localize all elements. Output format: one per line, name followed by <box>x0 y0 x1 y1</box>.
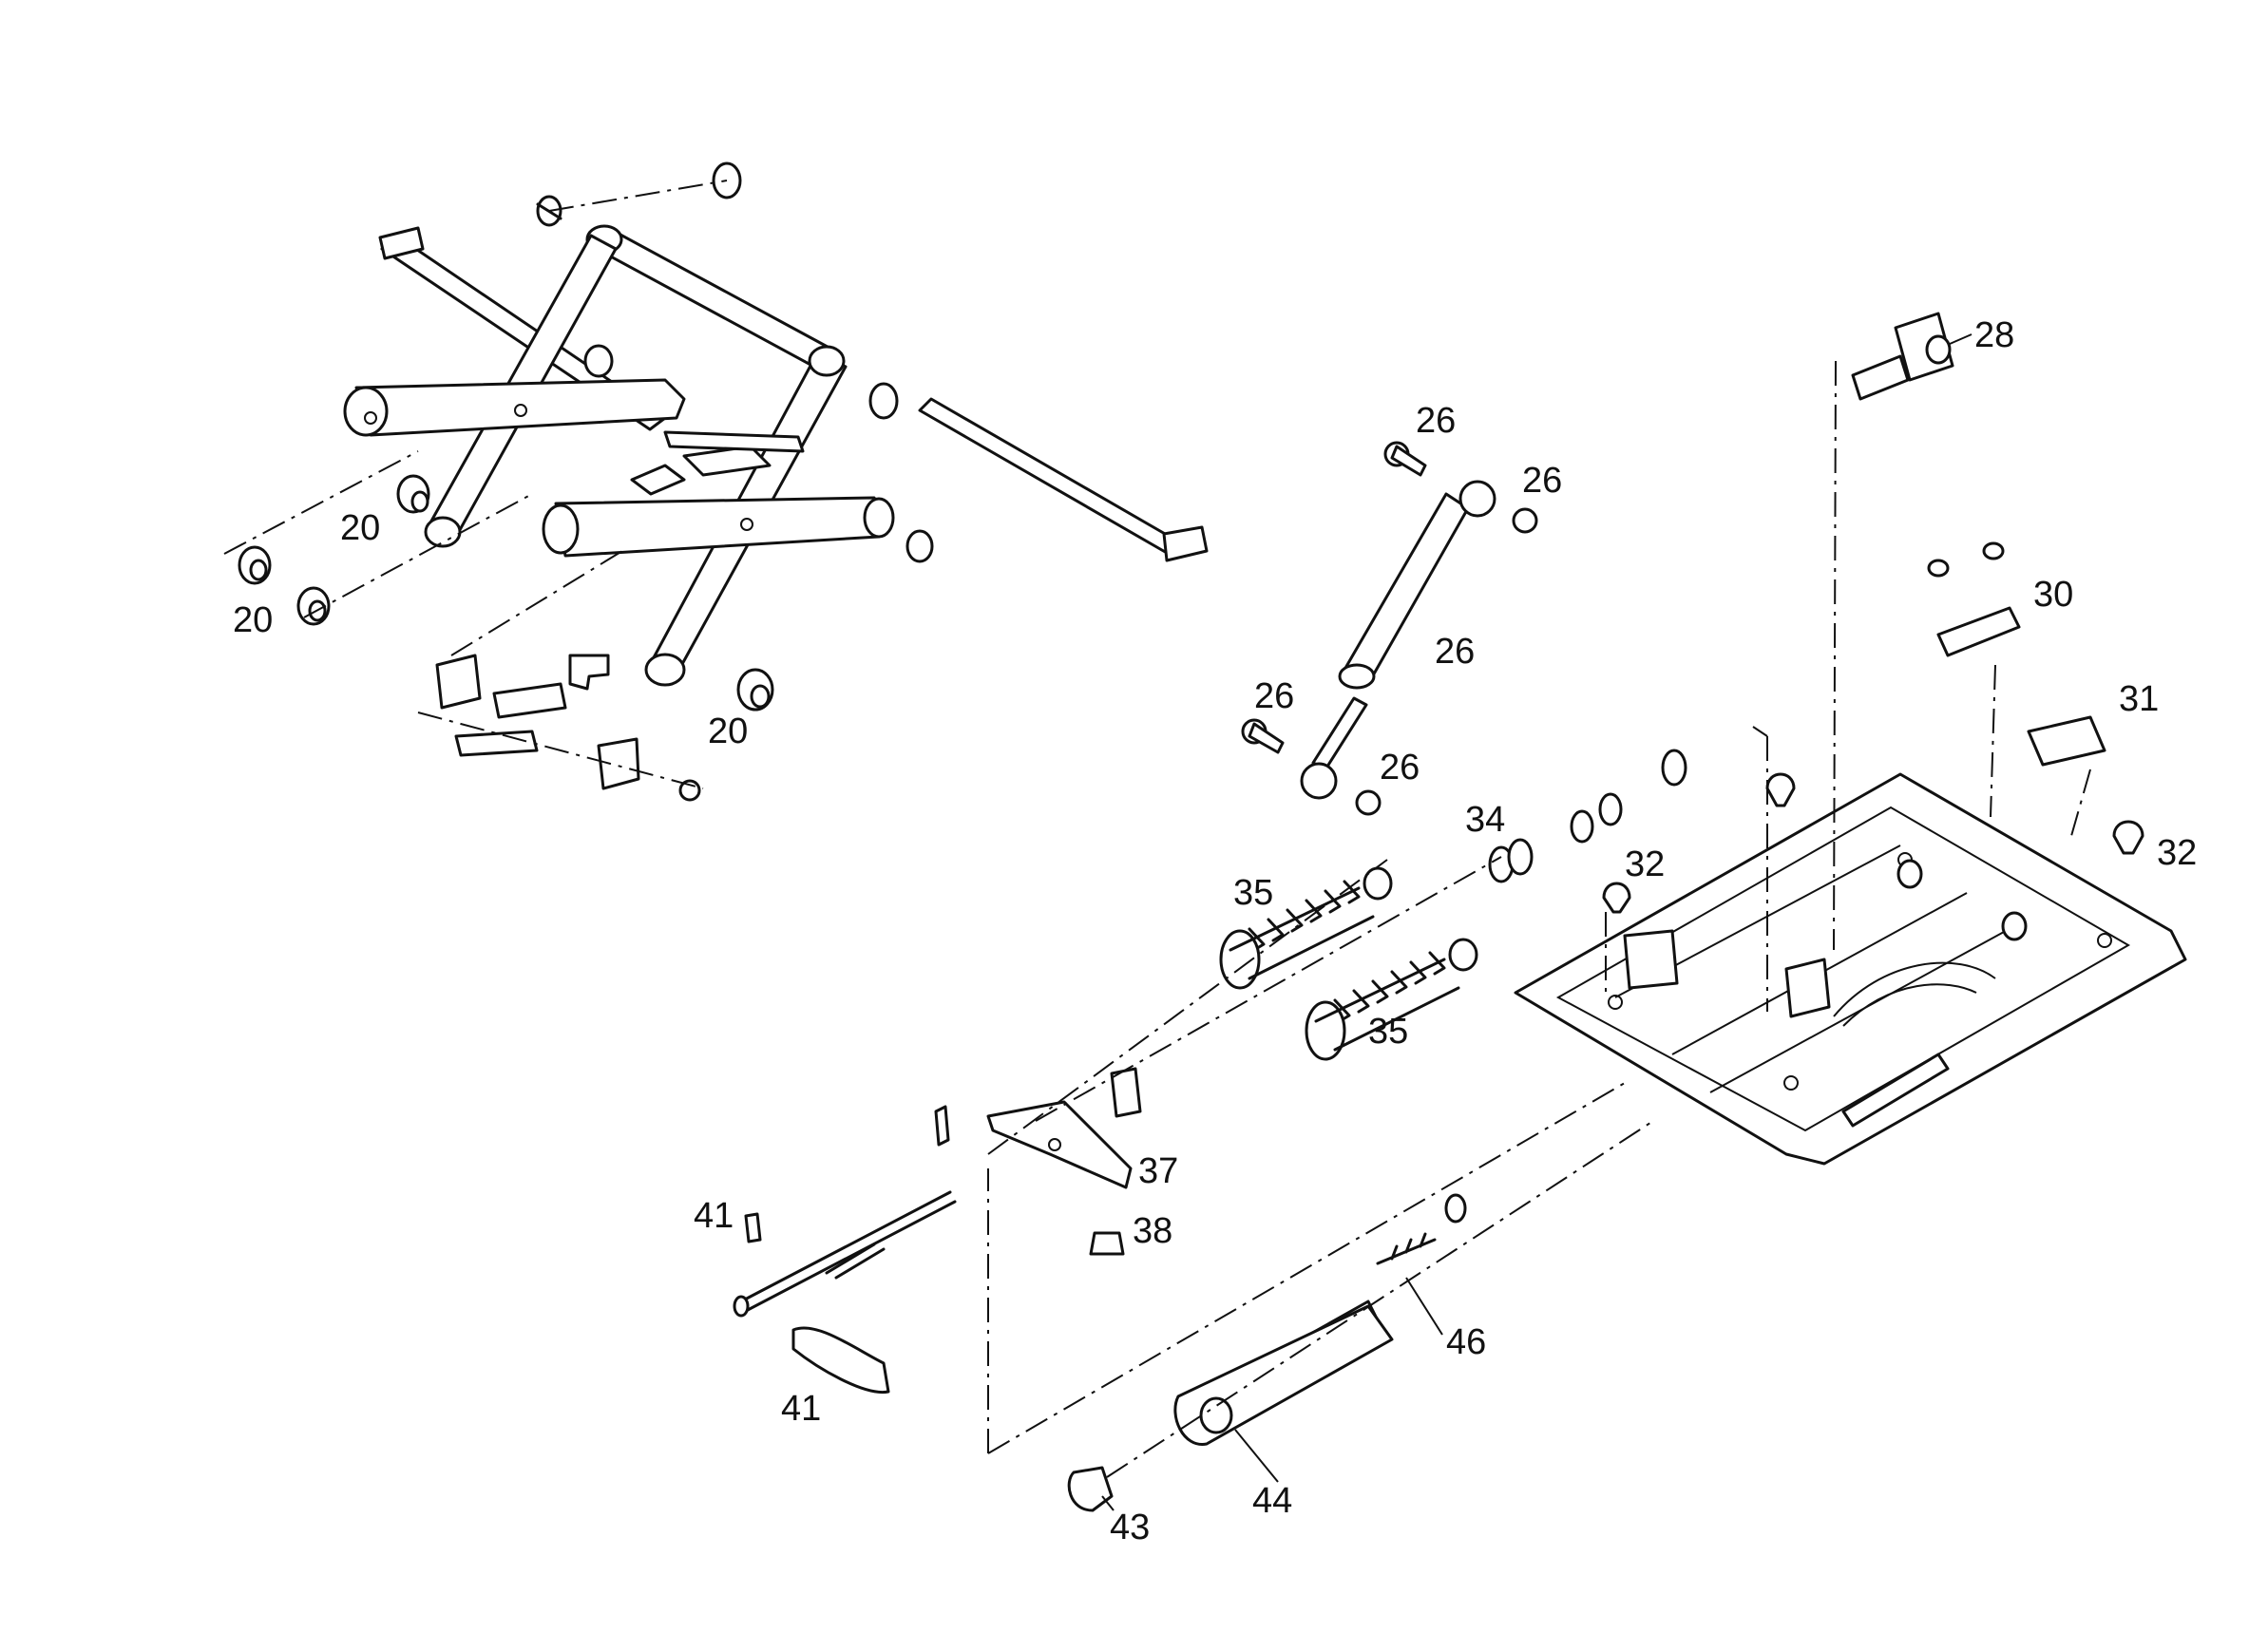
callout-26-body: 26 <box>1435 632 1475 672</box>
callout-41-pin: 41 <box>694 1196 734 1236</box>
callout-26-left: 26 <box>1254 676 1294 716</box>
callout-43: 43 <box>1110 1508 1150 1547</box>
callout-35-lower: 35 <box>1368 1012 1408 1052</box>
nut-38 <box>1089 1231 1125 1256</box>
callout-34: 34 <box>1465 800 1505 840</box>
spring-46 <box>1376 1193 1467 1265</box>
callout-26-right: 26 <box>1522 461 1562 501</box>
callout-26-top: 26 <box>1416 401 1456 441</box>
slide-44 <box>1173 1300 1394 1446</box>
bushing-20-parts <box>238 474 774 712</box>
callout-26-bottom: 26 <box>1380 748 1420 788</box>
callout-31: 31 <box>2119 679 2159 719</box>
callout-37: 37 <box>1138 1151 1178 1191</box>
callout-35-upper: 35 <box>1233 873 1273 913</box>
callout-labels: 20 20 20 26 26 26 26 26 28 30 31 32 32 3… <box>233 315 2197 1547</box>
callout-30: 30 <box>2033 575 2073 615</box>
callout-38: 38 <box>1133 1211 1172 1251</box>
callout-20-left: 20 <box>233 600 273 640</box>
callout-28: 28 <box>1974 315 2014 355</box>
callout-20-lower: 20 <box>708 712 748 751</box>
leader-lines <box>1101 333 1973 1511</box>
plate-31 <box>2027 715 2106 767</box>
scissor-frame <box>343 161 1209 687</box>
callout-20-upper: 20 <box>340 508 380 548</box>
washers-34 <box>1488 749 1687 883</box>
callout-32-left: 32 <box>1625 844 1665 884</box>
base-frame <box>1514 772 2187 1166</box>
pins-32 <box>1602 772 2144 914</box>
centerlines <box>223 180 2091 1478</box>
gas-spring-26 <box>1241 441 1538 816</box>
part-28-fitting <box>1851 312 1954 401</box>
callout-41-handle: 41 <box>781 1389 821 1429</box>
callout-46: 46 <box>1446 1322 1486 1362</box>
plate-30-screws <box>1927 541 2021 657</box>
springs-35 <box>1219 866 1478 1061</box>
lock-mechanism-parts <box>435 654 701 802</box>
callout-32-right: 32 <box>2157 833 2197 873</box>
handle-rod-41 <box>733 1105 957 1395</box>
bracket-37 <box>986 1067 1142 1189</box>
callout-44: 44 <box>1252 1481 1292 1521</box>
clip-43 <box>1067 1466 1114 1512</box>
